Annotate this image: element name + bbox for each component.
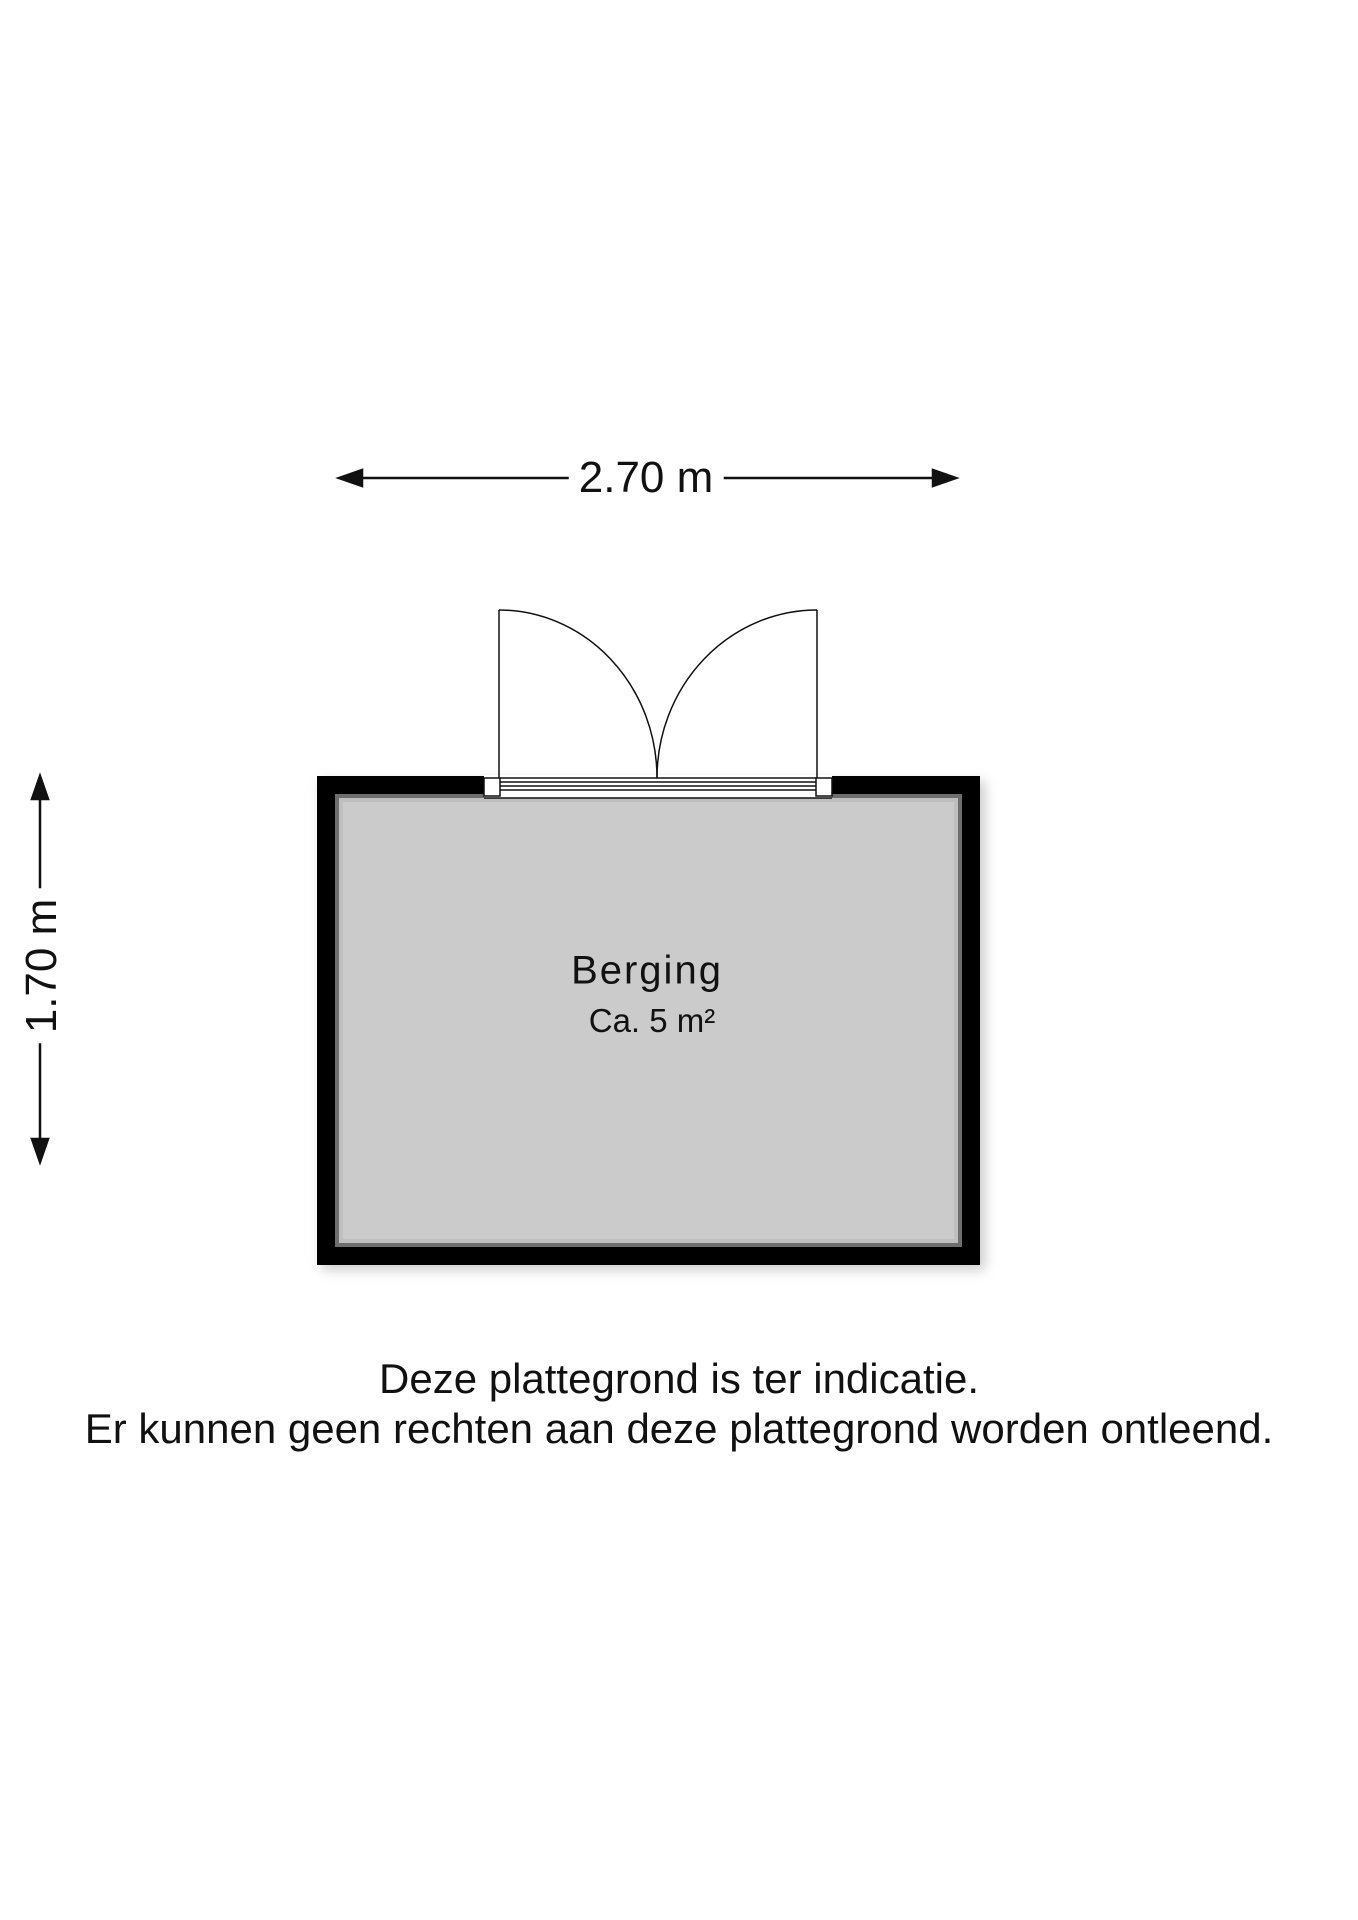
room-area: Ca. 5 m² [588, 1002, 716, 1039]
disclaimer-line-2: Er kunnen geen rechten aan deze plattegr… [84, 1405, 1274, 1452]
room-name: Berging [571, 948, 723, 993]
double-door [483, 609, 833, 799]
width-dimension-label: 2.70 m [568, 453, 724, 503]
room-floor [339, 798, 958, 1243]
disclaimer-line-1: Deze plattegrond is ter indicatie. [379, 1355, 979, 1402]
height-dimension-label: 1.70 m [17, 888, 67, 1044]
